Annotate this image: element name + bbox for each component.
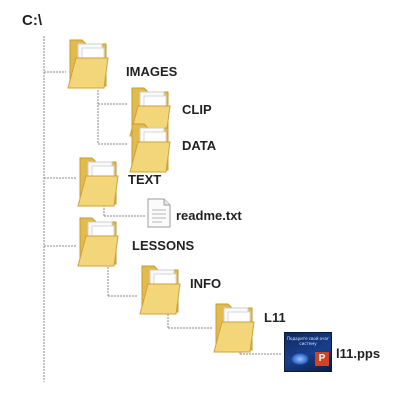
pps-thumbnail-glow <box>291 353 309 365</box>
folder-l11-label: L11 <box>264 310 286 325</box>
file-readme-label: readme.txt <box>176 208 242 223</box>
folder-icon <box>67 39 109 89</box>
text-file-icon <box>147 198 171 228</box>
folder-icon <box>77 217 119 267</box>
folder-data-label: DATA <box>182 138 217 153</box>
folder-icon <box>77 157 119 207</box>
folder-images-label: IMAGES <box>126 64 178 79</box>
folder-text-label: TEXT <box>128 172 162 187</box>
root-drive-label: C:\ <box>22 12 42 29</box>
pps-thumbnail-caption: Подарите свой очаг систему <box>286 336 330 346</box>
folder-info-label: INFO <box>190 276 222 291</box>
folder-clip-label: CLIP <box>182 102 212 117</box>
folder-lessons-label: LESSONS <box>132 238 195 253</box>
file-l11-pps-label: l11.pps <box>336 346 381 361</box>
powerpoint-icon: P <box>315 352 329 366</box>
pps-file-icon[interactable]: Подарите свой очаг систему P <box>284 332 332 372</box>
folder-icon <box>139 265 181 315</box>
folder-icon <box>213 303 255 353</box>
folder-icon <box>129 123 171 173</box>
